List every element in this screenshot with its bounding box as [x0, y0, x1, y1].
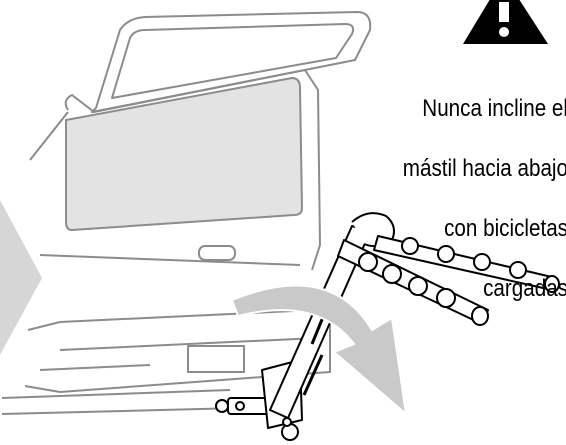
warning-line-1: Nunca incline el [422, 95, 566, 122]
warning-triangle-icon [463, 0, 548, 44]
warning-line-4: cargadas [483, 275, 566, 302]
warning-line-3: con bicicletas [444, 215, 566, 242]
bike-rack [215, 212, 560, 441]
left-arrow-shape [0, 200, 42, 355]
warning-line-2: mástil hacia abajo [402, 155, 566, 182]
warning-message: Nunca incline el mástil hacia abajo con … [362, 64, 566, 334]
tilt-arrow [230, 284, 408, 417]
